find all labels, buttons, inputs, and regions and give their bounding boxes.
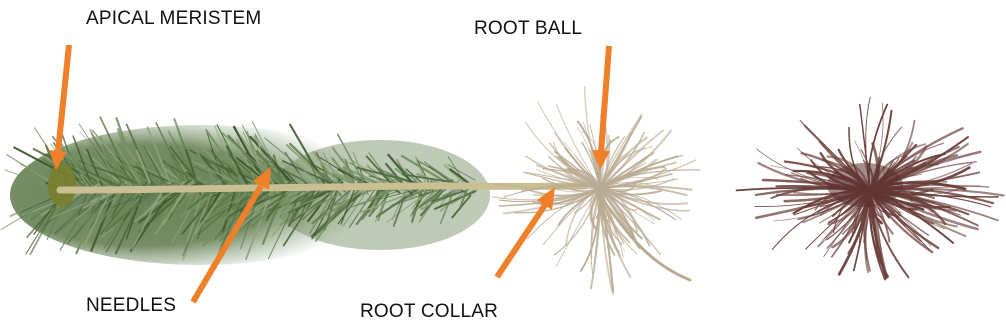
label-root-ball: ROOT BALL [474, 19, 582, 38]
label-apical-meristem: APICAL MERISTEM [86, 9, 261, 28]
apical-meristem-tip [48, 163, 76, 207]
root-ball-brown [737, 97, 1004, 279]
label-root-collar: ROOT COLLAR [360, 302, 498, 321]
root-ball-core [827, 163, 903, 207]
arrow-root-ball [592, 46, 610, 170]
main-stem [60, 186, 585, 190]
label-needles: NEEDLES [86, 296, 176, 315]
